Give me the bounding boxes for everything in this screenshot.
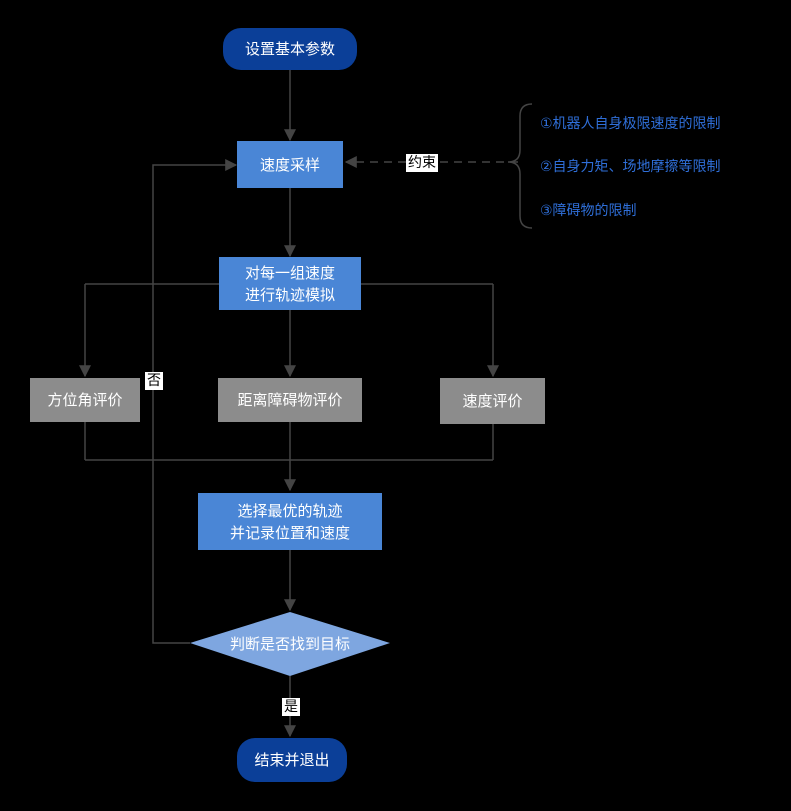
select-label-2: 并记录位置和速度 [229, 523, 350, 542]
constraint-item-3: ③障碍物的限制 [540, 203, 637, 219]
simulate-label-1: 对每一组速度 [244, 263, 335, 282]
constraint-item-2: ②自身力矩、场地摩擦等限制 [540, 159, 721, 175]
select-label-1: 选择最优的轨迹 [237, 501, 343, 520]
eval-speed-node: 速度评价 [440, 378, 545, 424]
constraint-edge-label: 约束 [406, 154, 438, 172]
end-node: 结束并退出 [237, 738, 347, 782]
start-node: 设置基本参数 [223, 28, 357, 70]
constraint-brace [507, 103, 533, 229]
simulate-node: 对每一组速度 进行轨迹模拟 [219, 257, 361, 310]
decision-label: 判断是否找到目标 [229, 635, 350, 653]
eval-obstacle-node: 距离障碍物评价 [218, 378, 362, 422]
eval-obstacle-label: 距离障碍物评价 [237, 391, 343, 409]
eval-heading-label: 方位角评价 [47, 391, 123, 409]
eval-heading-node: 方位角评价 [30, 378, 140, 422]
select-node: 选择最优的轨迹 并记录位置和速度 [198, 493, 382, 550]
end-label: 结束并退出 [254, 751, 330, 769]
no-edge-label: 否 [145, 372, 163, 390]
simulate-label-2: 进行轨迹模拟 [244, 285, 335, 304]
decision-diamond [190, 612, 390, 676]
sampling-label: 速度采样 [259, 155, 320, 174]
eval-speed-label: 速度评价 [462, 392, 523, 410]
sampling-node: 速度采样 [237, 141, 343, 188]
edge-no-loop [152, 159, 238, 644]
yes-edge-label: 是 [282, 698, 300, 716]
start-label: 设置基本参数 [244, 40, 335, 58]
constraint-item-1: ①机器人自身极限速度的限制 [540, 116, 721, 132]
